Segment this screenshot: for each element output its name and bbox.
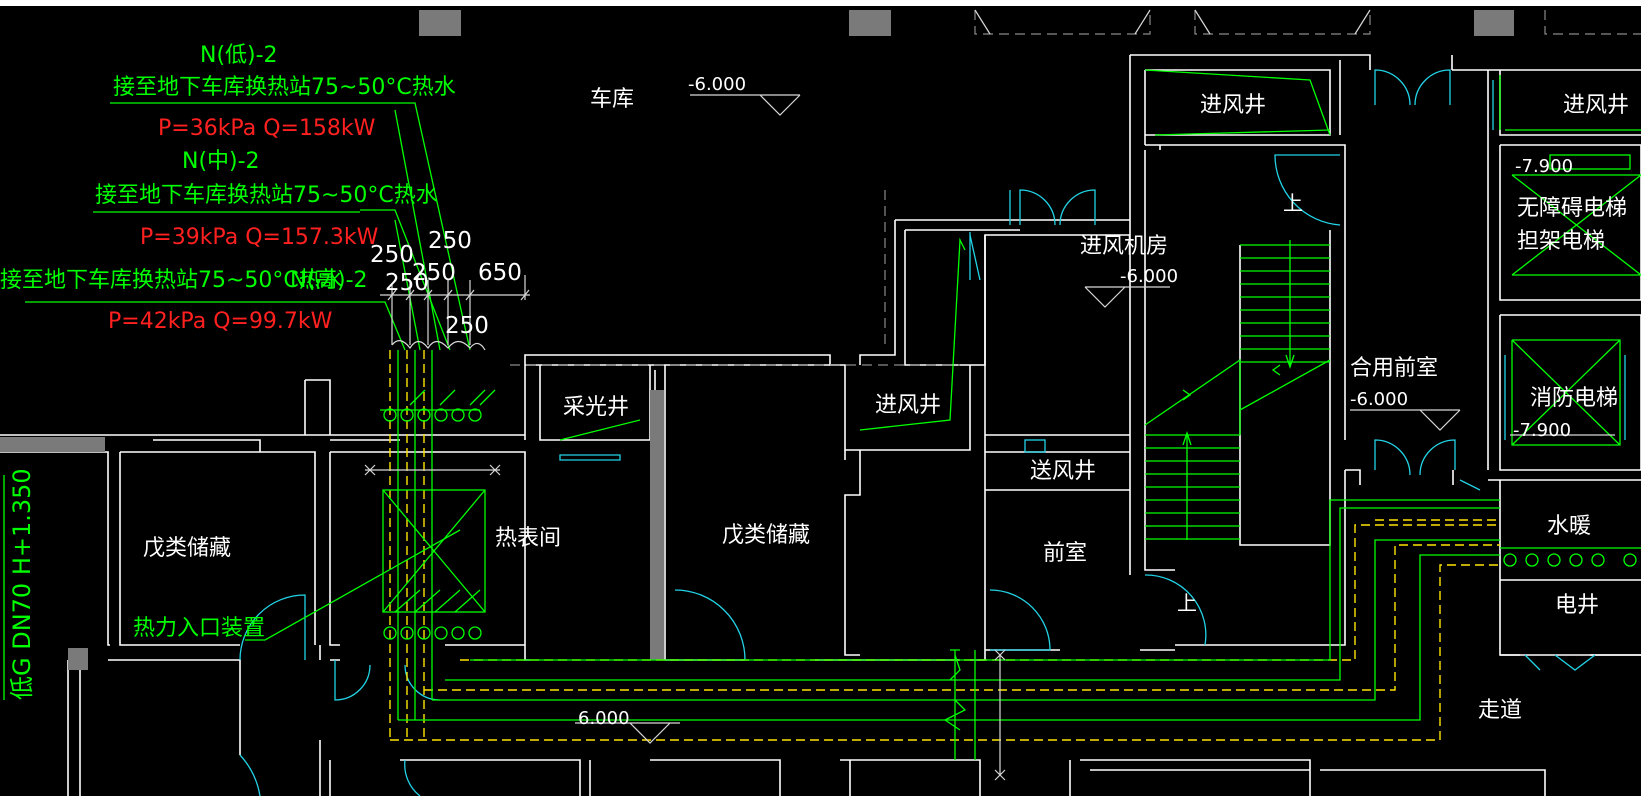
return-pipes xyxy=(389,350,1500,741)
dim-6: 250 xyxy=(445,313,489,339)
branch-high-name: N(高)-2 xyxy=(290,268,368,293)
branch-high-desc: 接至地下车库换热站75~50°C热水 xyxy=(0,268,343,293)
elev-garage: -6.000 xyxy=(688,74,746,95)
room-corridor: 走道 xyxy=(1478,698,1522,723)
dim-3: 250 xyxy=(385,270,429,296)
room-supply-air-shaft: 送风井 xyxy=(1030,459,1096,484)
room-intake-shaft-2: 进风井 xyxy=(1563,93,1629,118)
valves-bottom xyxy=(383,626,482,640)
dim-4: 250 xyxy=(412,260,456,286)
room-intake-machine: 进风机房 xyxy=(1080,234,1168,259)
room-shared-front: 合用前室 xyxy=(1350,356,1438,381)
elevator-shafts xyxy=(1511,154,1641,446)
dimension-lines xyxy=(380,275,530,351)
valves-top xyxy=(383,408,482,422)
room-water-heating: 水暖 xyxy=(1547,514,1591,539)
elevation-markers xyxy=(575,94,1615,744)
room-intake-shaft-3: 进风井 xyxy=(875,393,941,418)
branch-high-params: P=42kPa Q=99.7kW xyxy=(108,309,333,334)
elev-fire-elevator: -7.900 xyxy=(1513,420,1571,441)
doors xyxy=(239,69,1596,796)
room-front-room: 前室 xyxy=(1043,541,1087,566)
wall-pier-1 xyxy=(650,390,664,660)
wall-pier-2 xyxy=(0,437,105,452)
room-electric-shaft: 电井 xyxy=(1555,593,1599,618)
column-top-2 xyxy=(849,10,891,36)
vertical-pipe-note: 低G DN70 H+1.350 xyxy=(8,468,36,700)
stair-flights xyxy=(1144,240,1331,540)
room-storage-2: 戊类储藏 xyxy=(722,523,810,548)
elev-machine-room: -6.000 xyxy=(1120,266,1178,287)
branch-mid-params: P=39kPa Q=157.3kW xyxy=(140,225,379,250)
room-stretcher-elevator: 担架电梯 xyxy=(1517,229,1605,254)
elev-bottom: 6.000 xyxy=(578,708,630,729)
dim-5: 650 xyxy=(478,260,522,286)
wall-pier-3 xyxy=(68,648,88,670)
branch-low-name: N(低)-2 xyxy=(200,43,278,68)
branch-low-params: P=36kPa Q=158kW xyxy=(158,116,376,141)
elev-shared-front: -6.000 xyxy=(1350,389,1408,410)
room-intake-shaft-1: 进风井 xyxy=(1200,93,1266,118)
column-top-3 xyxy=(1474,10,1514,36)
stair-up-2: 上 xyxy=(1177,591,1197,615)
valves-right xyxy=(1500,547,1641,567)
heat-entry-box xyxy=(364,464,1006,781)
elev-elevator-top: -7.900 xyxy=(1515,156,1573,177)
stair-up-1: 上 xyxy=(1283,191,1303,215)
column-top-1 xyxy=(419,10,461,36)
label-heat-entry-device: 热力入口装置 xyxy=(133,616,265,641)
dim-1: 250 xyxy=(370,242,414,268)
dim-2: 250 xyxy=(428,228,472,254)
room-heat-meter: 热表间 xyxy=(495,526,561,551)
window-top-edge xyxy=(0,0,1641,6)
room-storage-1: 戊类储藏 xyxy=(143,536,231,561)
cyan-markers xyxy=(969,80,1626,440)
branch-low-desc: 接至地下车库换热站75~50°C热水 xyxy=(113,75,456,100)
room-accessible-elevator: 无障碍电梯 xyxy=(1517,196,1627,221)
branch-mid-name: N(中)-2 xyxy=(182,149,260,174)
top-beams xyxy=(974,9,1641,35)
supply-pipes xyxy=(25,102,1500,760)
room-garage: 车库 xyxy=(590,87,634,112)
room-skylight-well: 采光井 xyxy=(563,395,629,420)
room-fire-elevator: 消防电梯 xyxy=(1530,386,1618,411)
branch-mid-desc: 接至地下车库换热站75~50°C热水 xyxy=(95,183,438,208)
shaft-diagonals xyxy=(559,69,1641,441)
